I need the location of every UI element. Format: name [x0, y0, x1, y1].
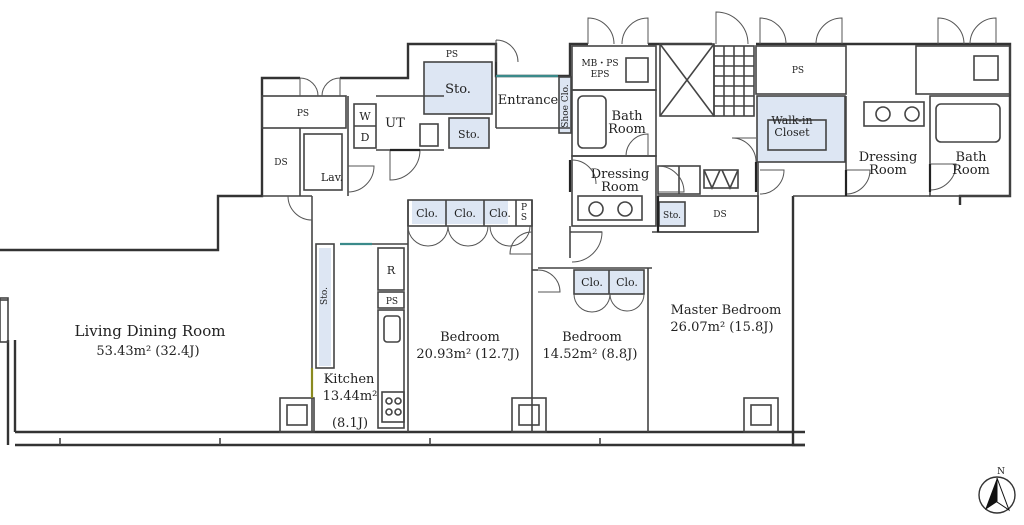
bedroom1-area: 20.93m² (12.7J): [416, 347, 519, 362]
clo-label-1: Clo.: [416, 207, 438, 220]
ps-vertical-s: S: [521, 213, 527, 223]
mb-ps-label: MB・PS: [581, 59, 618, 69]
dressing1-line1: Dressing: [591, 167, 650, 182]
bath1-line1: Bath: [612, 109, 644, 124]
entrance-label: Entrance: [498, 93, 559, 108]
clo-label-5: Clo.: [616, 276, 638, 289]
ds-label-right: DS: [713, 210, 726, 220]
ut-label: UT: [385, 116, 405, 131]
bedroom2-area: 14.52m² (8.8J): [543, 347, 638, 362]
doors: [287, 11, 997, 313]
dressing1-line2: Room: [601, 180, 639, 195]
clo-label-3: Clo.: [489, 207, 511, 220]
interior-walls: [0, 43, 1011, 445]
kitchen-name: Kitchen: [324, 372, 375, 387]
sto-label-kitchen: Sto.: [320, 287, 330, 305]
compass-ring: [978, 476, 1016, 514]
dryer-label: D: [361, 131, 370, 144]
ps-label-right: PS: [792, 66, 804, 76]
fridge-label: R: [387, 264, 396, 277]
bedroom1-name: Bedroom: [440, 330, 500, 345]
compass-needle-light: [996, 477, 1011, 512]
eps-label: EPS: [591, 70, 610, 80]
washer-label: W: [359, 110, 371, 123]
sto-label-1: Sto.: [445, 82, 471, 97]
living-area: 53.43m² (32.4J): [96, 344, 199, 359]
bath1-line2: Room: [608, 122, 646, 137]
room-labels: Living Dining Room 53.43m² (32.4J) Kitch…: [75, 50, 990, 431]
door-leaves: [310, 74, 932, 398]
lav-label: Lav.: [321, 171, 343, 184]
living-name: Living Dining Room: [75, 322, 226, 340]
ps-vertical-p: P: [521, 203, 527, 213]
dressing2-line1: Dressing: [859, 150, 918, 165]
walkin-line2: Closet: [774, 126, 810, 139]
master-name: Master Bedroom: [671, 303, 782, 318]
compass-north-label: N: [997, 467, 1005, 477]
north-compass: N: [978, 467, 1016, 514]
walkin-line1: Walk-in: [771, 114, 812, 127]
ds-label-left: DS: [274, 158, 287, 168]
ps-label-top: PS: [446, 50, 458, 60]
compass-needle: [985, 478, 997, 510]
bath2-line1: Bath: [956, 150, 988, 165]
sto-label-2: Sto.: [458, 128, 480, 141]
clo-label-2: Clo.: [454, 207, 476, 220]
sto-label-3: Sto.: [663, 211, 681, 221]
kitchen-area: 13.44m²: [323, 389, 378, 404]
bedroom2-name: Bedroom: [562, 330, 622, 345]
dressing2-line2: Room: [869, 163, 907, 178]
bath2-line2: Room: [952, 163, 990, 178]
kitchen-tatami: (8.1J): [332, 416, 368, 431]
ps-label-left: PS: [297, 109, 309, 119]
clo-label-4: Clo.: [581, 276, 603, 289]
master-area: 26.07m² (15.8J): [670, 320, 773, 335]
shoe-closet-label: Shoe Clo.: [561, 84, 571, 128]
ps-label-kitchen: PS: [386, 297, 398, 307]
